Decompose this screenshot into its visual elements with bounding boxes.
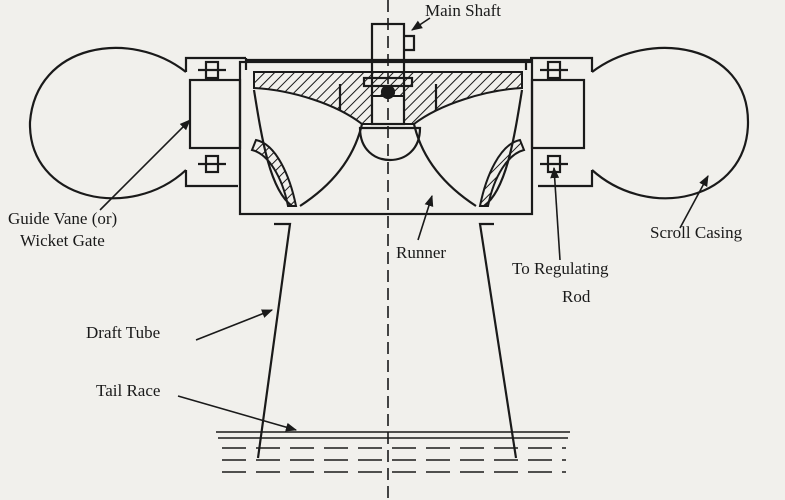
arrow-regulating-rod <box>550 166 561 261</box>
arrow-runner <box>417 194 434 241</box>
scroll-casing <box>28 46 750 200</box>
scroll-casing-right <box>591 46 750 200</box>
arrow-tail-race <box>177 395 298 432</box>
guide-vane-right <box>530 78 586 150</box>
casing-flanges <box>184 56 594 188</box>
label-scroll-casing: Scroll Casing <box>650 223 743 242</box>
tail-race-water <box>216 431 570 473</box>
label-runner: Runner <box>396 243 446 262</box>
runner-blade-left <box>250 138 298 207</box>
runner-blade-right <box>478 138 526 207</box>
label-draft-tube: Draft Tube <box>86 323 160 342</box>
label-guide-vane-line2: Wicket Gate <box>20 231 105 250</box>
label-regulating-rod-line2: Rod <box>562 287 591 306</box>
draft-tube <box>256 222 518 459</box>
arrow-scroll-casing <box>679 175 709 229</box>
label-main-shaft: Main Shaft <box>425 1 501 20</box>
arrow-guide-vane <box>99 119 191 211</box>
labels: Main Shaft Guide Vane (or) Wicket Gate S… <box>8 1 743 400</box>
label-guide-vane-line1: Guide Vane (or) <box>8 209 117 228</box>
runner-hub <box>252 84 524 207</box>
arrow-draft-tube <box>195 309 274 341</box>
label-tail-race: Tail Race <box>96 381 160 400</box>
runner-housing <box>238 58 534 216</box>
label-regulating-rod-line1: To Regulating <box>512 259 609 278</box>
scroll-casing-left <box>28 46 187 200</box>
arrow-main-shaft <box>411 17 431 31</box>
leader-arrows <box>99 17 709 432</box>
guide-vane-left <box>188 78 242 150</box>
